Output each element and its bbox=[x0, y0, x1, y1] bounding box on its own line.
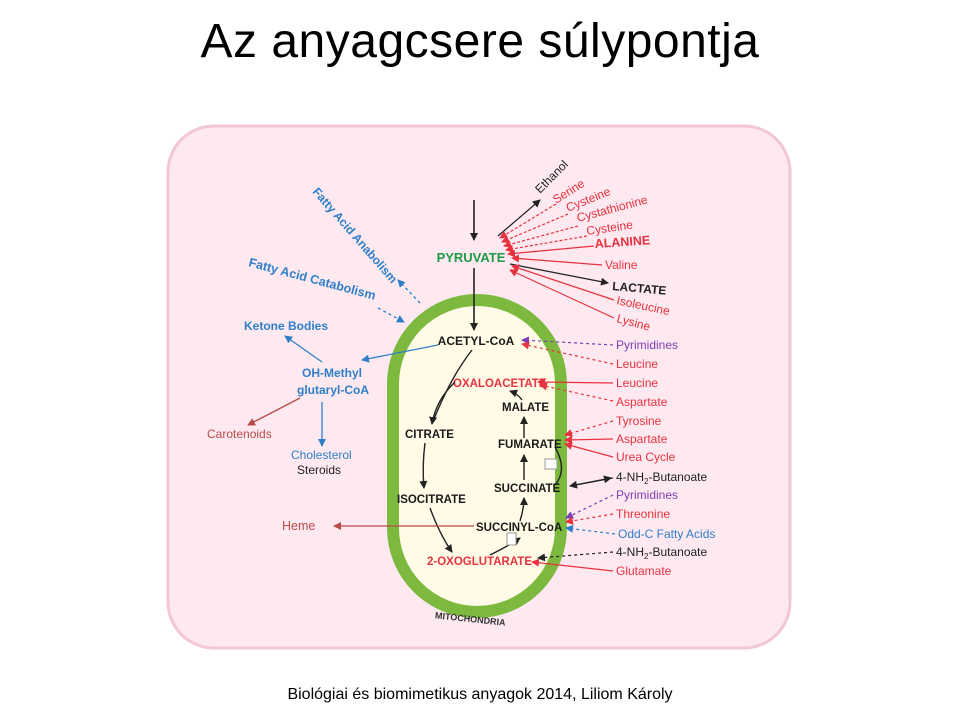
enzyme-marker-2 bbox=[506, 532, 517, 546]
cholesterol-label: Cholesterol bbox=[291, 448, 352, 462]
butanoate-2-prefix: 4-NH bbox=[616, 545, 644, 559]
succinyl-coa-label: SUCCINYL-CoA bbox=[476, 522, 562, 534]
glutamate-label: Glutamate bbox=[616, 564, 672, 578]
leucine-label-2: Leucine bbox=[616, 376, 658, 390]
pyruvate-label: PYRUVATE bbox=[437, 250, 506, 265]
butanoate-label-2: 4-NH2-Butanoate bbox=[616, 545, 708, 561]
malate-label: MALATE bbox=[502, 402, 549, 414]
tca-cycle-arrows bbox=[419, 349, 563, 556]
urea-cycle-label: Urea Cycle bbox=[616, 450, 676, 464]
butanoate-2-suffix: -Butanoate bbox=[648, 545, 707, 559]
threonine-label: Threonine bbox=[616, 507, 670, 521]
mitochondrion-membrane bbox=[387, 294, 567, 618]
oxoglutarate-label: 2-OXOGLUTARATE bbox=[427, 556, 532, 568]
acetyl-coa-label: ACETYL-CoA bbox=[438, 334, 515, 348]
succinate-label: SUCCINATE bbox=[494, 483, 561, 495]
butanoate-1-prefix: 4-NH bbox=[616, 470, 644, 484]
fumarate-label: FUMARATE bbox=[498, 439, 562, 451]
slide-title: Az anyagcsere súlypontja bbox=[200, 15, 760, 68]
lactate-label: LACTATE bbox=[612, 279, 667, 298]
aspartate-label-1: Aspartate bbox=[616, 395, 668, 409]
right-pathway-arrows bbox=[497, 199, 616, 572]
leucine-label-1: Leucine bbox=[616, 357, 658, 371]
ketone-bodies-label: Ketone Bodies bbox=[244, 319, 328, 333]
valine-label: Valine bbox=[605, 258, 638, 272]
left-pathway-arrows bbox=[247, 279, 474, 530]
steroids-label: Steroids bbox=[297, 463, 341, 477]
tyrosine-label: Tyrosine bbox=[616, 414, 662, 428]
oh-methyl-label: OH-Methyl bbox=[302, 366, 362, 380]
oxaloacetate-label: OXALOACETATE bbox=[453, 378, 547, 390]
odd-c-fatty-acids-label: Odd-C Fatty Acids bbox=[618, 527, 715, 541]
pyrimidines-label-2: Pyrimidines bbox=[616, 488, 678, 502]
butanoate-1-suffix: -Butanoate bbox=[648, 470, 707, 484]
butanoate-label-1: 4-NH2-Butanoate bbox=[616, 470, 708, 486]
butanoate-2-subscript: 2 bbox=[644, 552, 649, 561]
glutaryl-coa-label: glutaryl-CoA bbox=[297, 383, 369, 397]
aspartate-label-2: Aspartate bbox=[616, 432, 668, 446]
pyrimidines-label-1: Pyrimidines bbox=[616, 338, 678, 352]
heme-label: Heme bbox=[282, 519, 315, 533]
enzyme-marker-1 bbox=[544, 458, 558, 470]
isocitrate-label: ISOCITRATE bbox=[397, 494, 466, 506]
citrate-label: CITRATE bbox=[405, 429, 454, 441]
alanine-label: ALANINE bbox=[594, 233, 650, 251]
cysteine-label-2: Cysteine bbox=[585, 218, 634, 238]
butanoate-1-subscript: 2 bbox=[644, 477, 649, 486]
slide-footer: Biológiai és biomimetikus anyagok 2014, … bbox=[287, 686, 673, 703]
carotenoids-label: Carotenoids bbox=[207, 427, 272, 441]
